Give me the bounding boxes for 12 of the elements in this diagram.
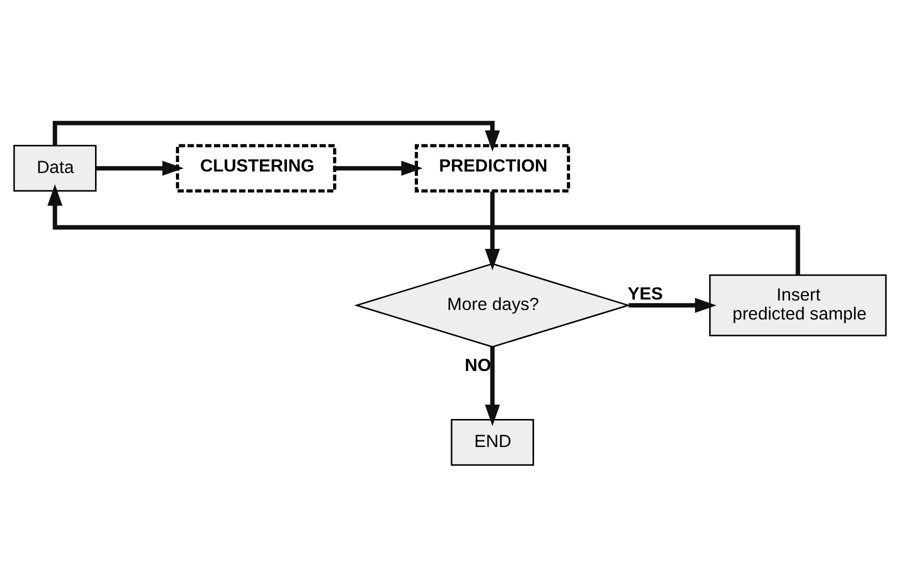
arrow — [96, 160, 184, 176]
arrow — [47, 184, 800, 275]
node-box: CLUSTERING — [176, 144, 336, 192]
arrow — [484, 347, 500, 426]
edge-label: NO — [464, 354, 492, 375]
node-box: Insert predicted sample — [709, 274, 887, 336]
arrow — [334, 160, 423, 176]
arrow — [484, 192, 500, 270]
arrow — [628, 298, 716, 313]
node-box: END — [450, 418, 534, 466]
node-box: Data — [13, 144, 97, 192]
node-box: PREDICTION — [414, 144, 570, 192]
